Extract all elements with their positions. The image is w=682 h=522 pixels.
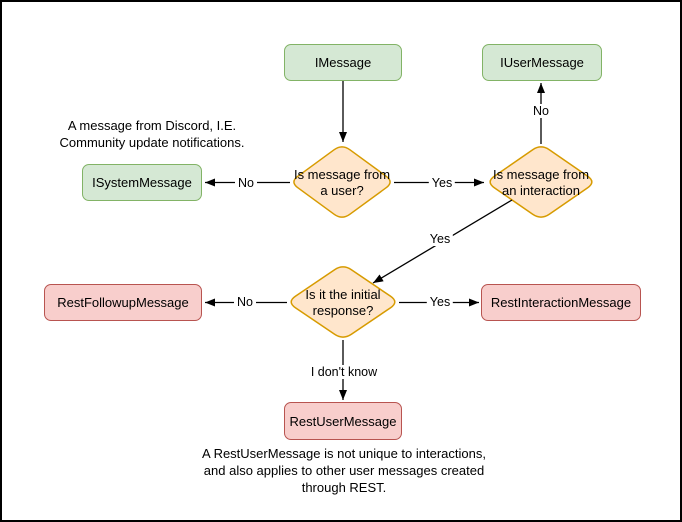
edge-label-interaction-yes: Yes [426, 232, 454, 246]
node-imessage: IMessage [284, 44, 402, 81]
node-isystemmessage: ISystemMessage [82, 164, 202, 201]
edge-label-user-no: No [235, 176, 257, 190]
edge-label-initial-yes: Yes [426, 295, 454, 309]
restusermessage-note: A RestUserMessage is not unique to inter… [202, 446, 486, 495]
interaction-question-diamond [489, 146, 593, 218]
node-imessage-label: IMessage [314, 55, 372, 70]
node-isystemmessage-label: ISystemMessage [92, 175, 192, 190]
user-question-diamond [293, 146, 391, 218]
node-iusermessage-label: IUserMessage [500, 55, 584, 70]
node-restinteractionmessage-label: RestInteractionMessage [490, 295, 632, 310]
system-message-note: A message from Discord, I.E. Community u… [59, 118, 245, 150]
interaction-question-label: Is message from an interaction [492, 167, 590, 198]
initial-question-diamond [290, 266, 396, 338]
edge-label-initial-idk: I don't know [307, 365, 381, 379]
edge-label-interaction-no: No [530, 104, 552, 118]
edge-label-initial-no: No [234, 295, 256, 309]
node-restinteractionmessage: RestInteractionMessage [481, 284, 641, 321]
node-restfollowupmessage-label: RestFollowupMessage [57, 295, 189, 310]
edge-label-user-yes: Yes [428, 176, 456, 190]
user-question-label: Is message from a user? [293, 167, 391, 198]
node-iusermessage: IUserMessage [482, 44, 602, 81]
node-restusermessage: RestUserMessage [284, 402, 402, 440]
node-restfollowupmessage: RestFollowupMessage [44, 284, 202, 321]
node-restusermessage-label: RestUserMessage [289, 413, 397, 429]
initial-question-label: Is it the initial response? [305, 287, 381, 318]
